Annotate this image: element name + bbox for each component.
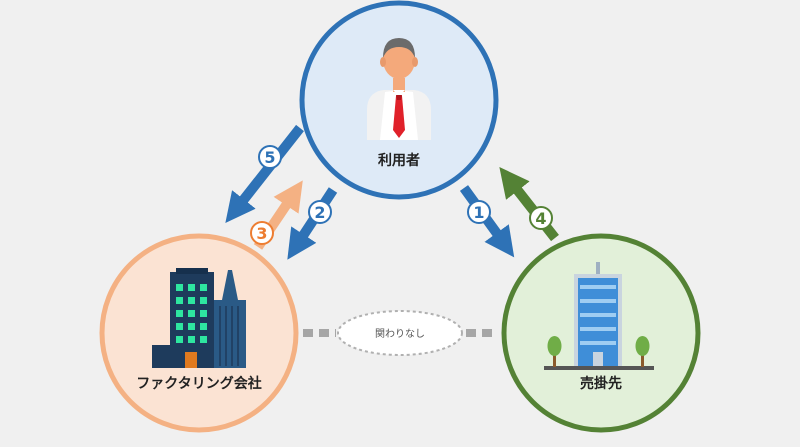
office-building-icon xyxy=(544,262,654,370)
arrow-4 xyxy=(499,166,559,242)
office-buildings-icon xyxy=(152,268,246,368)
step-5-text: 5 xyxy=(264,148,275,167)
person-icon xyxy=(367,38,431,140)
step-badge-4: 4 xyxy=(529,206,553,230)
step-3-text: 3 xyxy=(256,224,267,243)
step-4-text: 4 xyxy=(535,209,546,228)
step-2-text: 2 xyxy=(314,203,325,222)
customer-label: 売掛先 xyxy=(580,375,622,392)
step-badge-3: 3 xyxy=(250,221,274,245)
user-label: 利用者 xyxy=(378,152,420,169)
step-badge-5: 5 xyxy=(258,145,282,169)
step-badge-1: 1 xyxy=(467,200,491,224)
step-1-text: 1 xyxy=(473,203,484,222)
no-relation-connector: 関わりなし xyxy=(303,310,498,356)
arrow-5 xyxy=(225,124,304,224)
factoring-company-label: ファクタリング会社 xyxy=(136,375,261,392)
step-badge-2: 2 xyxy=(308,200,332,224)
no-relation-label: 関わりなし xyxy=(375,328,425,340)
